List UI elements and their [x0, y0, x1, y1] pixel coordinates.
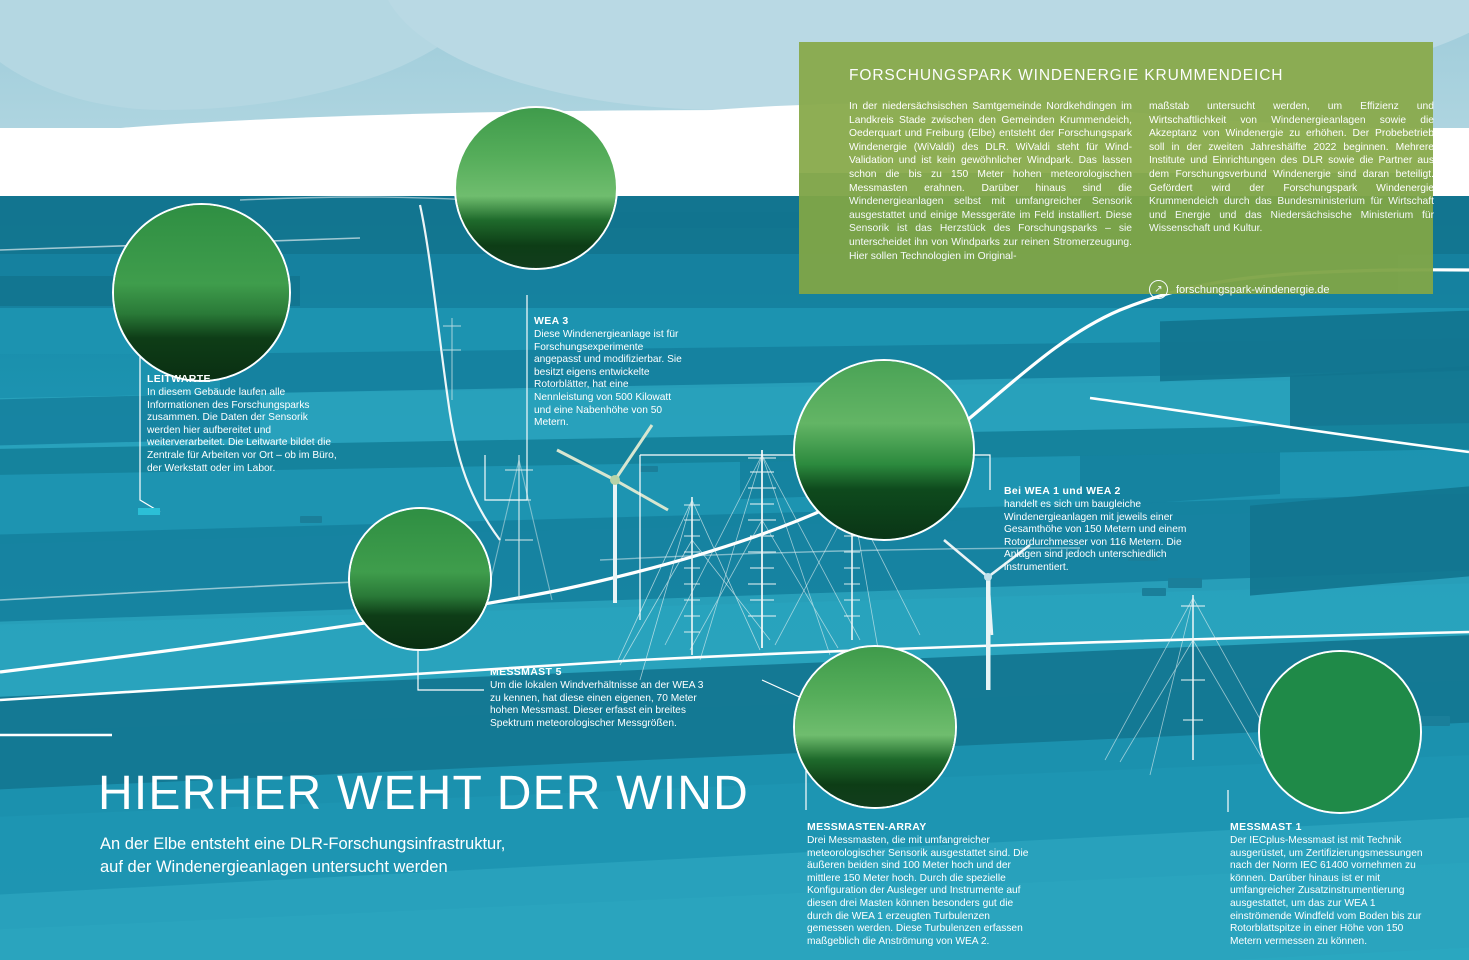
- messmast1-inset-circle: [1258, 650, 1422, 814]
- callout-title: MESSMAST 1: [1230, 821, 1302, 833]
- page-subtitle-line-1: An der Elbe entsteht eine DLR-Forschungs…: [100, 835, 506, 853]
- callout-title: MESSMASTEN-ARRAY: [807, 821, 927, 833]
- callout-title: LEITWARTE: [147, 373, 211, 385]
- panel-website-link-label: forschungspark-windenergie.de: [1176, 283, 1330, 296]
- callout-messmasten-array: MESSMASTEN-ARRAY Drei Messmasten, die mi…: [807, 821, 1031, 948]
- messmast5-inset-circle: [348, 507, 492, 651]
- page-title: HIERHER WEHT DER WIND: [98, 767, 749, 820]
- callout-wea3: WEA 3 Diese Windenergieanlage ist für Fo…: [534, 315, 682, 430]
- callout-wea1-wea2: Bei WEA 1 und WEA 2 handelt es sich um b…: [1004, 485, 1219, 575]
- callout-body: Diese Windenergieanlage ist für Forschun…: [534, 329, 682, 429]
- panel-text-left: In der niedersächsischen Samtgemeinde No…: [849, 101, 1132, 262]
- callout-body: Um die lokalen Windverhältnisse an der W…: [490, 680, 704, 729]
- callout-body: Drei Messmasten, die mit umfangreicher m…: [807, 835, 1029, 947]
- callout-messmast5: MESSMAST 5 Um die lokalen Windverhältnis…: [490, 666, 708, 730]
- panel-heading: FORSCHUNGSPARK WINDENERGIE KRUMMENDEICH: [849, 67, 1284, 84]
- info-panel: FORSCHUNGSPARK WINDENERGIE KRUMMENDEICH …: [799, 42, 1434, 299]
- messmasten-array-inset-circle: [793, 645, 957, 809]
- page-subtitle: An der Elbe entsteht eine DLR-Forschungs…: [100, 833, 505, 879]
- callout-leitwarte: LEITWARTE In diesem Gebäude laufen alle …: [147, 373, 337, 475]
- callout-title: WEA 3: [534, 315, 569, 327]
- wea3-inset-circle: [454, 106, 618, 270]
- callout-body: Der IECplus-Messmast ist mit Technik aus…: [1230, 835, 1423, 947]
- callout-messmast1: MESSMAST 1 Der IECplus-Messmast ist mit …: [1230, 821, 1430, 948]
- panel-website-link[interactable]: ↗ forschungspark-windenergie.de: [1149, 280, 1329, 299]
- callout-title: Bei WEA 1 und WEA 2: [1004, 485, 1121, 497]
- page-subtitle-line-2: auf der Windenergieanlagen untersucht we…: [100, 858, 448, 876]
- panel-text-right: maßstab untersucht werden, um Effizienz …: [1149, 101, 1434, 235]
- leitwarte-inset-circle: [112, 203, 291, 382]
- callout-body: In diesem Gebäude laufen alle Informatio…: [147, 387, 337, 474]
- callout-body: handelt es sich um baugleiche Windenergi…: [1004, 499, 1187, 573]
- external-link-arrow-icon: ↗: [1149, 280, 1168, 299]
- callout-title: MESSMAST 5: [490, 666, 562, 678]
- wea1-wea2-inset-circle: [793, 359, 975, 541]
